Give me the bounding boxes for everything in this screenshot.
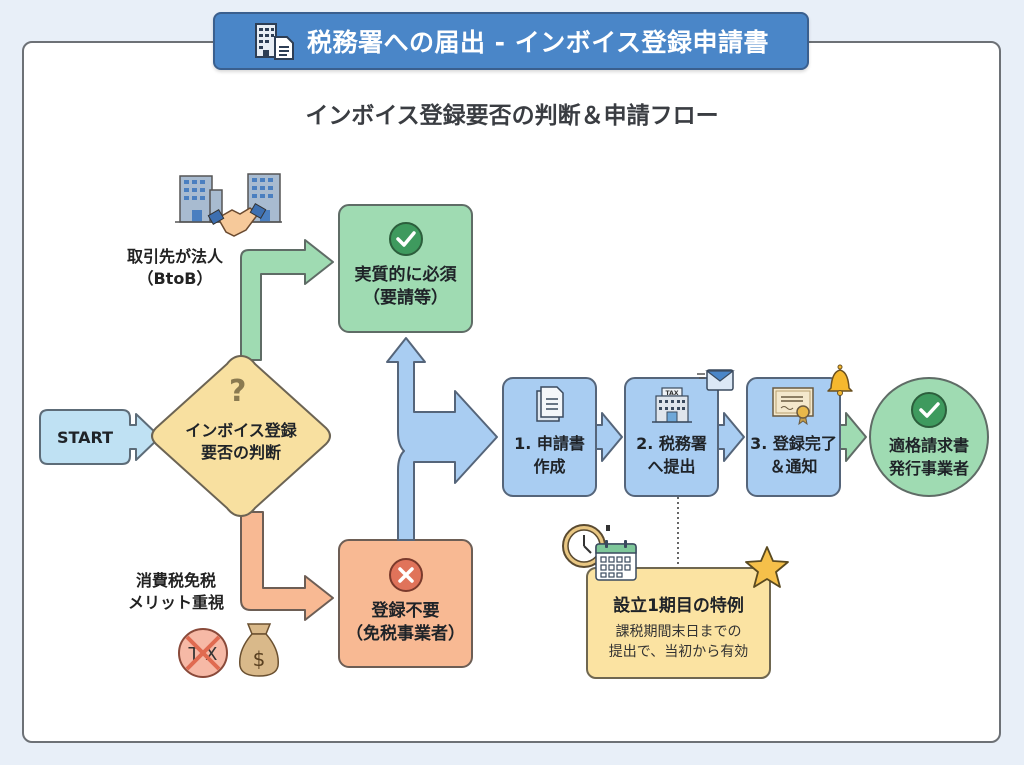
flow-subtitle: インボイス登録要否の判断＆申請フロー (305, 103, 719, 129)
required-line2: （要請等） (363, 288, 448, 308)
title-banner: 税務署への届出 - インボイス登録申請書 (213, 12, 809, 70)
envelope-icon (697, 369, 735, 391)
step-1-arrow (597, 412, 623, 462)
result-node (869, 377, 989, 497)
step-2-node (624, 377, 719, 497)
required-line1: 実質的に必須 (354, 265, 457, 285)
step-1-line2: 作成 (533, 457, 566, 476)
step-3-label: 3. 登録完了 ＆通知 (747, 432, 840, 478)
result-line1: 適格請求書 (888, 436, 969, 455)
step-1-line1: 1. 申請書 (514, 434, 585, 453)
note-line2: 提出で、当初から有効 (608, 644, 749, 660)
start-node (39, 409, 161, 465)
decision-label: インボイス登録 要否の判断 (156, 420, 326, 464)
branch-yes-line2: （BtoB） (137, 269, 213, 288)
not-required-line2: （免税事業者） (346, 624, 465, 644)
step-1-node (502, 377, 597, 497)
not-required-line1: 登録不要 (371, 601, 440, 621)
star-icon (745, 546, 789, 588)
result-line2: 発行事業者 (888, 459, 969, 478)
money-bag-icon: $ (239, 623, 279, 677)
question-mark-icon: ? (229, 374, 247, 409)
required-node (338, 204, 473, 333)
step-3-arrow (841, 412, 867, 462)
note-line1: 課税期間末日までの (615, 624, 742, 640)
branch-no-line2: メリット重視 (127, 593, 224, 612)
decision-line1: インボイス登録 (185, 421, 297, 440)
branch-yes-label: 取引先が法人 （BtoB） (110, 246, 240, 290)
branch-yes-line1: 取引先が法人 (126, 247, 223, 266)
certificate-icon (772, 387, 814, 426)
buildings-handshake-icon (175, 173, 282, 237)
step-1-label: 1. 申請書 作成 (503, 432, 596, 478)
required-label: 実質的に必須 （要請等） (339, 264, 472, 310)
step-3-node (746, 377, 841, 497)
branch-no-label: 消費税免税 メリット重視 (116, 570, 236, 614)
merge-arrow (386, 337, 498, 541)
decision-line2: 要否の判断 (200, 443, 281, 462)
document-icon (536, 386, 564, 422)
arrow-to-not-required (240, 511, 334, 621)
no-tax-icon: T X (178, 628, 228, 678)
svg-text:$: $ (253, 647, 266, 671)
svg-text:TAX: TAX (666, 390, 679, 397)
start-label: START (56, 428, 114, 447)
check-circle-icon (389, 222, 423, 256)
calendar-icon (595, 540, 637, 581)
not-required-label: 登録不要 （免税事業者） (339, 600, 472, 646)
page-title: 税務署への届出 - インボイス登録申請書 (306, 28, 770, 57)
step-2-arrow (719, 412, 745, 462)
building-document-icon (254, 23, 294, 60)
step-2-label: 2. 税務署 へ提出 (625, 432, 718, 478)
decision-diamond (151, 354, 331, 518)
bell-icon (827, 364, 853, 396)
clock-icon (562, 524, 610, 568)
note-title: 設立1期目の特例 (613, 596, 744, 616)
branch-no-line1: 消費税免税 (135, 571, 216, 590)
note-box (586, 567, 771, 679)
step-2-line2: へ提出 (647, 457, 696, 476)
result-label: 適格請求書 発行事業者 (870, 434, 988, 480)
arrow-to-required (240, 239, 334, 361)
step-3-line2: ＆通知 (769, 457, 818, 476)
x-circle-icon (389, 558, 423, 592)
step-2-line1: 2. 税務署 (636, 434, 707, 453)
result-check-icon (911, 392, 947, 428)
note-content: 設立1期目の特例 課税期間末日までの 提出で、当初から有効 (587, 594, 770, 662)
tax-office-icon: TAX (652, 387, 692, 423)
step-3-line1: 3. 登録完了 (750, 434, 837, 453)
